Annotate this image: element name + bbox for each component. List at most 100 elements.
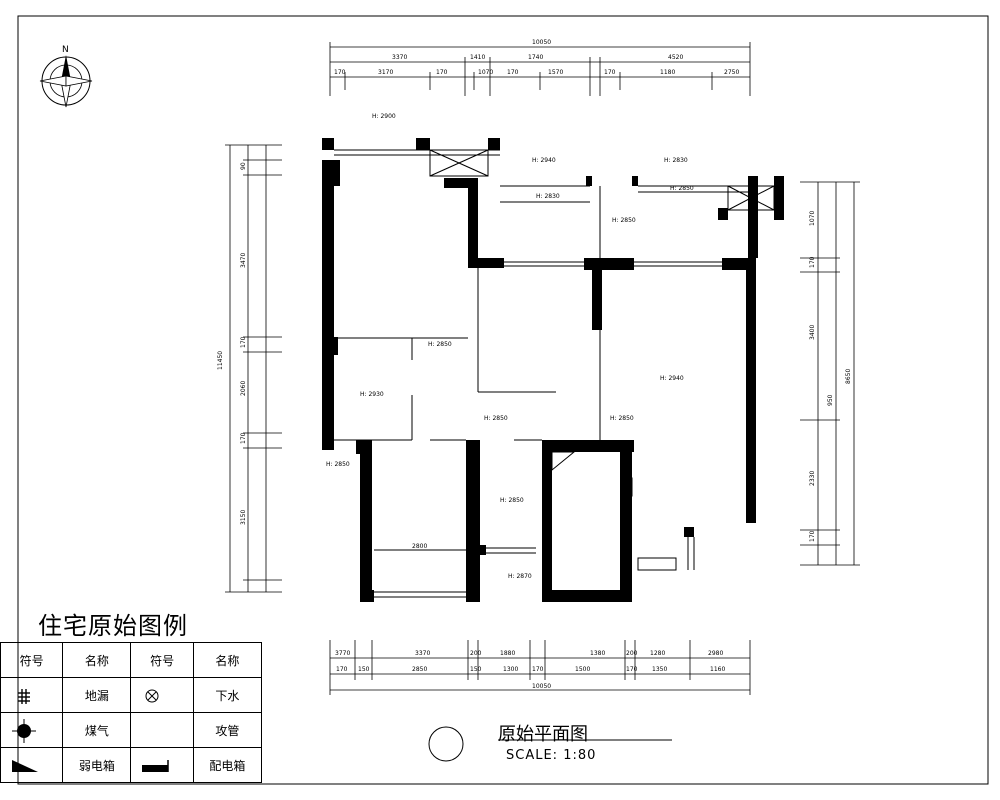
legend-row: 煤气 攻管 (0, 712, 263, 748)
room-label-11: H: 2850 (610, 415, 634, 422)
dim-top-sub-3: 170 (436, 69, 448, 76)
legend-name-distribution-box: 配电箱 (192, 747, 263, 783)
dim-bottom-7: 1280 (650, 650, 665, 657)
dim-right-1: 1070 (809, 211, 816, 226)
legend-symbol-cell (0, 712, 64, 748)
legend-name-floor-drain: 地漏 (62, 677, 132, 713)
dim-bottom-sub-4: 150 (470, 666, 482, 673)
dim-bottom-sub-6: 170 (532, 666, 544, 673)
legend-symbol-cell (130, 747, 194, 783)
legend-header-symbol-1: 符号 (0, 642, 64, 678)
plan-title: 原始平面图 (498, 724, 588, 745)
dim-bottom-1: 3770 (335, 650, 350, 657)
legend-name-weak-box: 弱电箱 (62, 747, 132, 783)
weak-box-icon (551, 451, 576, 472)
legend-symbol-cell (0, 677, 64, 713)
dim-right-total: 8650 (845, 369, 852, 384)
legend-table: 符号 名称 符号 名称 地漏 下水 煤气 攻管 弱电箱 配电箱 (0, 642, 263, 783)
legend-header-name-2: 名称 (192, 642, 263, 678)
dim-top-sub-5: 170 (507, 69, 519, 76)
room-label-15: 2800 (412, 543, 427, 550)
legend-header-symbol-2: 符号 (130, 642, 194, 678)
legend-symbol-cell (0, 747, 64, 783)
legend-name-pipe: 攻管 (192, 712, 263, 748)
legend-row: 地漏 下水 (0, 677, 263, 713)
dim-right-4: 2330 (809, 471, 816, 486)
left-dimension-chain (225, 144, 282, 593)
dim-top-3: 1740 (528, 54, 543, 61)
dim-top-sub-6: 1570 (548, 69, 563, 76)
dim-right-3: 3400 (809, 325, 816, 340)
dim-top-sub-1: 170 (334, 69, 346, 76)
compass-icon: N (39, 45, 93, 108)
dim-bottom-sub-7: 1500 (575, 666, 590, 673)
dim-bottom-8: 2980 (708, 650, 723, 657)
room-label-12: H: 2850 (326, 461, 350, 468)
walls (322, 138, 784, 602)
dim-left-3: 170 (240, 336, 247, 348)
dim-top-sub-8: 1180 (660, 69, 675, 76)
legend-name-gas: 煤气 (62, 712, 132, 748)
plan-title-circle (428, 726, 464, 762)
dim-top-1: 3370 (392, 54, 407, 61)
room-label-10: H: 2850 (484, 415, 508, 422)
dim-top-2: 1410 (470, 54, 485, 61)
dim-bottom-sub-8: 170 (626, 666, 638, 673)
room-label-5: H: 2850 (670, 185, 694, 192)
dim-right-6: 950 (827, 394, 834, 406)
legend-header-row: 符号 名称 符号 名称 (0, 642, 263, 678)
room-label-3: H: 2830 (664, 157, 688, 164)
room-label-6: H: 2850 (612, 217, 636, 224)
dim-left-5: 170 (240, 432, 247, 444)
vent-shaft-right (727, 185, 775, 211)
dim-bottom-sub-10: 1160 (710, 666, 725, 673)
dim-bottom-sub-5: 1300 (503, 666, 518, 673)
dim-bottom-2: 3370 (415, 650, 430, 657)
dim-bottom-sub-2: 150 (358, 666, 370, 673)
legend-header-name-1: 名称 (62, 642, 132, 678)
dim-bottom-3: 200 (470, 650, 482, 657)
dim-left-4: 2060 (240, 381, 247, 396)
dim-right-5: 170 (809, 530, 816, 542)
room-label-2: H: 2940 (532, 157, 556, 164)
dim-bottom-sub-9: 1350 (652, 666, 667, 673)
dim-top-sub-7: 170 (604, 69, 616, 76)
dim-bottom-4: 1880 (500, 650, 515, 657)
partitions (334, 149, 755, 598)
room-label-1: H: 2900 (372, 113, 396, 120)
sheet-border (17, 15, 989, 785)
room-label-4: H: 2830 (536, 193, 560, 200)
dim-top-sub-4: 1070 (478, 69, 493, 76)
room-label-13: H: 2850 (500, 497, 524, 504)
room-label-7: H: 2850 (428, 341, 452, 348)
vent-shaft-top (429, 149, 489, 177)
room-label-8: H: 2930 (360, 391, 384, 398)
bottom-dimension-chain (329, 640, 751, 695)
top-dimension-chain (329, 42, 751, 96)
room-label-9: H: 2940 (660, 375, 684, 382)
dim-bottom-6: 200 (626, 650, 638, 657)
legend-title: 住宅原始图例 (38, 612, 188, 640)
dim-bottom-sub-1: 170 (336, 666, 348, 673)
dim-left-2: 3470 (240, 253, 247, 268)
dim-left-6: 3150 (240, 510, 247, 525)
legend-symbol-cell (130, 677, 194, 713)
dim-top-total: 10050 (532, 39, 551, 46)
dim-bottom-5: 1380 (590, 650, 605, 657)
dim-left-1: 90 (240, 162, 247, 170)
dim-bottom-total: 10050 (532, 683, 551, 690)
dim-top-4: 4520 (668, 54, 683, 61)
plan-scale: SCALE: 1:80 (506, 748, 597, 763)
dim-top-sub-2: 3170 (378, 69, 393, 76)
dim-top-sub-9: 2750 (724, 69, 739, 76)
right-dimension-chain (800, 181, 860, 566)
compass-north-label: N (62, 45, 69, 55)
dim-bottom-sub-3: 2850 (412, 666, 427, 673)
legend-name-downpipe: 下水 (192, 677, 263, 713)
dim-right-2: 170 (809, 256, 816, 268)
dim-left-total: 11450 (217, 351, 224, 370)
room-label-14: H: 2870 (508, 573, 532, 580)
legend-symbol-cell (130, 712, 194, 748)
legend-row: 弱电箱 配电箱 (0, 747, 263, 783)
